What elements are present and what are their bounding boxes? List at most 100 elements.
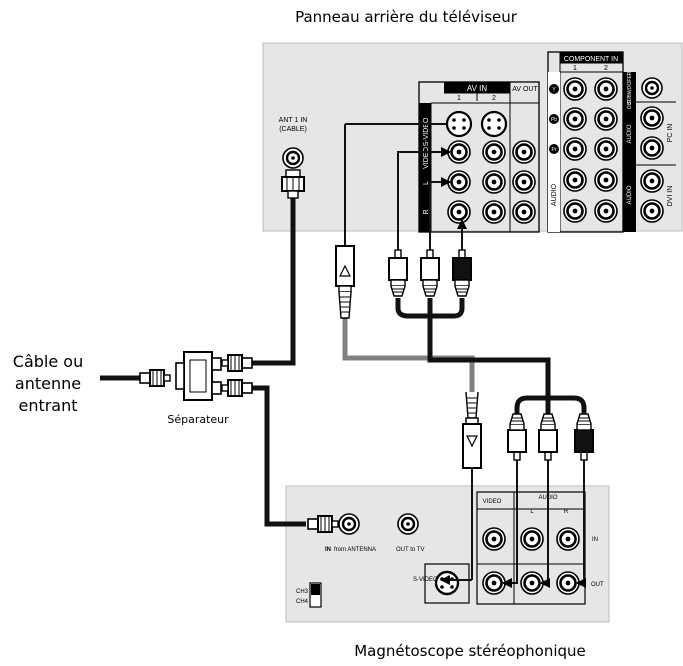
av-in-col2: 2 <box>492 95 496 102</box>
tv-rear-panel: ANT 1 IN (CABLE) AV IN 1 2 AV OUT S-VIDE… <box>262 42 683 233</box>
subwoofer-out-label: OUT <box>627 99 633 110</box>
comp-pr-label: Pr <box>552 147 557 153</box>
audio-l-lead-vcr <box>540 460 550 588</box>
video-plug-vcr <box>508 414 526 460</box>
vcr-audio-l-out-jack[interactable] <box>519 570 545 596</box>
vcr-title: Magnétoscope stéréophonique <box>354 642 586 660</box>
splitter-label: Séparateur <box>167 413 229 426</box>
dvi-audio-l-jack[interactable] <box>639 168 665 194</box>
vcr-video-label: VIDEO <box>483 499 502 505</box>
vcr-audio-r-in-jack[interactable] <box>555 526 581 552</box>
comp2-pb-jack[interactable] <box>593 106 619 132</box>
comp-audio-label: AUDIO <box>551 183 558 206</box>
audio-r-plug-vcr <box>575 414 593 460</box>
incoming-coax-plug <box>139 369 171 387</box>
comp1-audio-l-jack[interactable] <box>562 167 588 193</box>
vcr-r-label: R <box>564 509 569 515</box>
tv-coax-plug <box>281 169 305 199</box>
vcr-out-to-tv-label: OUT to TV <box>396 547 424 553</box>
dvi-audio-label: AUDIO <box>627 185 633 204</box>
tv-audio-r-in1-jack[interactable] <box>446 199 472 225</box>
vcr-antenna-in-jack[interactable] <box>337 512 361 536</box>
tv-audio-l-in2-jack[interactable] <box>481 169 507 195</box>
vcr-video-out-jack[interactable] <box>481 570 507 596</box>
vcr-from-antenna-label: from ANTENNA <box>334 547 376 553</box>
subwoofer-label: SUBWOOFER <box>627 71 633 104</box>
comp-y-label: Y <box>552 87 556 93</box>
audio-r-lead-vcr <box>576 460 586 588</box>
vcr-svideo-out-jack[interactable] <box>434 570 460 596</box>
component-col1: 1 <box>573 65 577 72</box>
audio-l-row-label: L <box>423 181 430 185</box>
vcr-audio-r-out-jack[interactable] <box>555 570 581 596</box>
vcr-rear-panel: IN from ANTENNA OUT to TV S-VIDEO VIDEO … <box>285 485 610 623</box>
pc-audio-r-jack[interactable] <box>639 135 665 161</box>
comp2-pr-jack[interactable] <box>593 136 619 162</box>
audio-r-plug-tv <box>452 249 472 297</box>
svideo-plug-tv <box>335 245 355 319</box>
tv-audio-r-out-jack[interactable] <box>511 199 537 225</box>
tv-video-in2-jack[interactable] <box>481 139 507 165</box>
vcr-in-label: IN <box>325 547 331 553</box>
ch4-label: CH4 <box>296 599 309 605</box>
tv-audio-l-out-jack[interactable] <box>511 169 537 195</box>
pc-in-label: PC IN <box>667 124 674 143</box>
incoming-label-line2: antenne <box>15 374 81 393</box>
s-video-row-label: S-VIDEO <box>423 117 430 146</box>
component-col2: 2 <box>604 65 608 72</box>
video-row-label: VIDEO <box>423 147 430 169</box>
comp1-pr-jack[interactable] <box>562 136 588 162</box>
video-lead-tv <box>397 147 451 250</box>
tv-svideo-in1-jack[interactable] <box>445 110 473 138</box>
dvi-in-label: DVI IN <box>667 186 674 207</box>
comp1-pb-jack[interactable] <box>562 106 588 132</box>
av-cable-main <box>427 316 551 398</box>
vcr-video-in-jack[interactable] <box>481 526 507 552</box>
av-in-col1: 1 <box>457 95 461 102</box>
comp-pb-label: Pb <box>551 117 557 123</box>
vcr-in-row-label: IN <box>592 537 598 543</box>
vcr-audio-l-in-jack[interactable] <box>519 526 545 552</box>
vcr-l-label: L <box>530 509 534 515</box>
ant-in-label: ANT 1 IN <box>279 117 308 124</box>
comp2-y-jack[interactable] <box>593 76 619 102</box>
tv-video-in1-jack[interactable] <box>446 139 472 165</box>
splitter <box>175 351 222 401</box>
tv-svideo-in2-jack[interactable] <box>480 110 508 138</box>
splitter-out2-plug <box>221 379 253 397</box>
av-in-label: AV IN <box>467 84 488 93</box>
pc-audio-l-jack[interactable] <box>639 105 665 131</box>
video-lead-vcr <box>502 460 518 588</box>
tv-video-out-jack[interactable] <box>511 139 537 165</box>
ant-in-jack[interactable] <box>281 146 305 170</box>
tv-audio-l-in1-jack[interactable] <box>446 169 472 195</box>
audio-l-lead-tv <box>429 177 451 250</box>
vcr-out-to-tv-jack[interactable] <box>396 512 420 536</box>
component-in-label: COMPONENT IN <box>564 56 618 63</box>
coax-cable-vcr <box>252 385 306 527</box>
channel-switch[interactable] <box>309 582 322 608</box>
comp1-audio-r-jack[interactable] <box>562 198 588 224</box>
subwoofer-out-jack[interactable] <box>640 76 664 100</box>
ch3-label: CH3 <box>296 589 309 595</box>
audio-l-plug-tv <box>420 249 440 297</box>
tv-rear-panel-title: Panneau arrière du téléviseur <box>295 8 518 26</box>
audio-l-plug-vcr <box>539 414 557 460</box>
comp2-audio-r-jack[interactable] <box>593 198 619 224</box>
svideo-cable-gray <box>342 318 475 392</box>
svideo-plug-vcr <box>462 391 482 469</box>
tv-audio-r-in2-jack[interactable] <box>481 199 507 225</box>
comp2-audio-l-jack[interactable] <box>593 167 619 193</box>
dvi-audio-r-jack[interactable] <box>639 198 665 224</box>
pc-audio-label: AUDIO <box>627 124 633 143</box>
audio-r-row-label: R <box>423 209 430 214</box>
comp1-y-jack[interactable] <box>562 76 588 102</box>
vcr-out-row-label: OUT <box>591 582 604 588</box>
incoming-label-line3: entrant <box>18 396 77 415</box>
ant-in-cable-label: (CABLE) <box>279 126 307 133</box>
av-out-label: AV OUT <box>512 86 538 93</box>
splitter-out1-plug <box>221 354 253 372</box>
coax-cable-tv <box>252 190 296 366</box>
video-plug-tv <box>388 249 408 297</box>
